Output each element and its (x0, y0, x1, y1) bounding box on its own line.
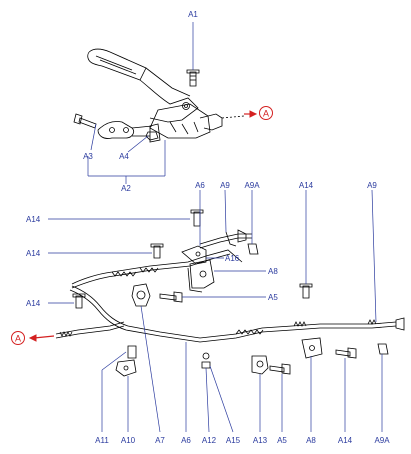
label-a12: A12 (202, 436, 217, 445)
label-a14-left-2: A14 (26, 249, 41, 258)
clip-a9a-bottom (377, 343, 389, 355)
leader-lines-bottom (48, 189, 383, 433)
leader-lines-top (87, 22, 194, 184)
bolt-a14-1 (190, 209, 204, 227)
bolt-a14-bottom (335, 347, 357, 359)
bolt-a14-3 (72, 293, 86, 309)
label-a14-left-3: A14 (26, 299, 41, 308)
label-a1: A1 (188, 10, 198, 19)
handbrake-lever-assembly (73, 48, 245, 143)
clip-a9a-top (247, 243, 259, 255)
clip-a12-a15 (201, 352, 211, 369)
label-a16: A16 (225, 254, 240, 263)
label-a9a-top: A9A (244, 181, 260, 190)
label-a14-bottom: A14 (338, 436, 353, 445)
clamp-a7 (131, 283, 151, 307)
label-a5-right: A5 (268, 293, 278, 302)
bolt-a5-right (159, 291, 183, 303)
label-a14-top-mid: A14 (299, 181, 314, 190)
front-cable (71, 245, 243, 289)
bracket-a8-lower (301, 337, 323, 359)
label-a9a-bottom: A9A (374, 436, 390, 445)
clamp-a13 (251, 355, 269, 375)
label-a8-right: A8 (268, 267, 278, 276)
label-a6-bottom: A6 (181, 436, 191, 445)
label-a15: A15 (226, 436, 241, 445)
clip-a9-top-left (225, 231, 237, 247)
label-a9-top-left: A9 (220, 181, 230, 190)
part-labels: A1 A3 A4 A2 A6 A9 A9A A14 A9 A14 A14 A16… (26, 10, 390, 445)
label-a9-top-right: A9 (367, 181, 377, 190)
reference-callout-top: A (244, 106, 273, 120)
label-a6-top: A6 (195, 181, 205, 190)
label-a10: A10 (121, 436, 136, 445)
label-a11: A11 (95, 436, 109, 445)
label-a13: A13 (253, 436, 268, 445)
reference-callout-left: A (11, 331, 55, 345)
label-a4: A4 (119, 152, 129, 161)
label-a8-bottom: A8 (306, 436, 316, 445)
label-a3: A3 (83, 152, 93, 161)
label-a7: A7 (155, 436, 165, 445)
rear-cable-main (55, 285, 405, 343)
bolt-a14-2 (150, 243, 164, 259)
label-a14-left-1: A14 (26, 215, 41, 224)
bracket-a11-a10 (115, 345, 137, 377)
label-a5-bottom: A5 (277, 436, 287, 445)
callout-top-text: A (263, 109, 269, 119)
bracket-a8-upper (187, 259, 215, 293)
bolt-a5-bottom (269, 363, 291, 375)
label-a2: A2 (121, 184, 131, 193)
callout-left-text: A (15, 334, 21, 344)
bolt-a14-top-mid (299, 283, 313, 299)
